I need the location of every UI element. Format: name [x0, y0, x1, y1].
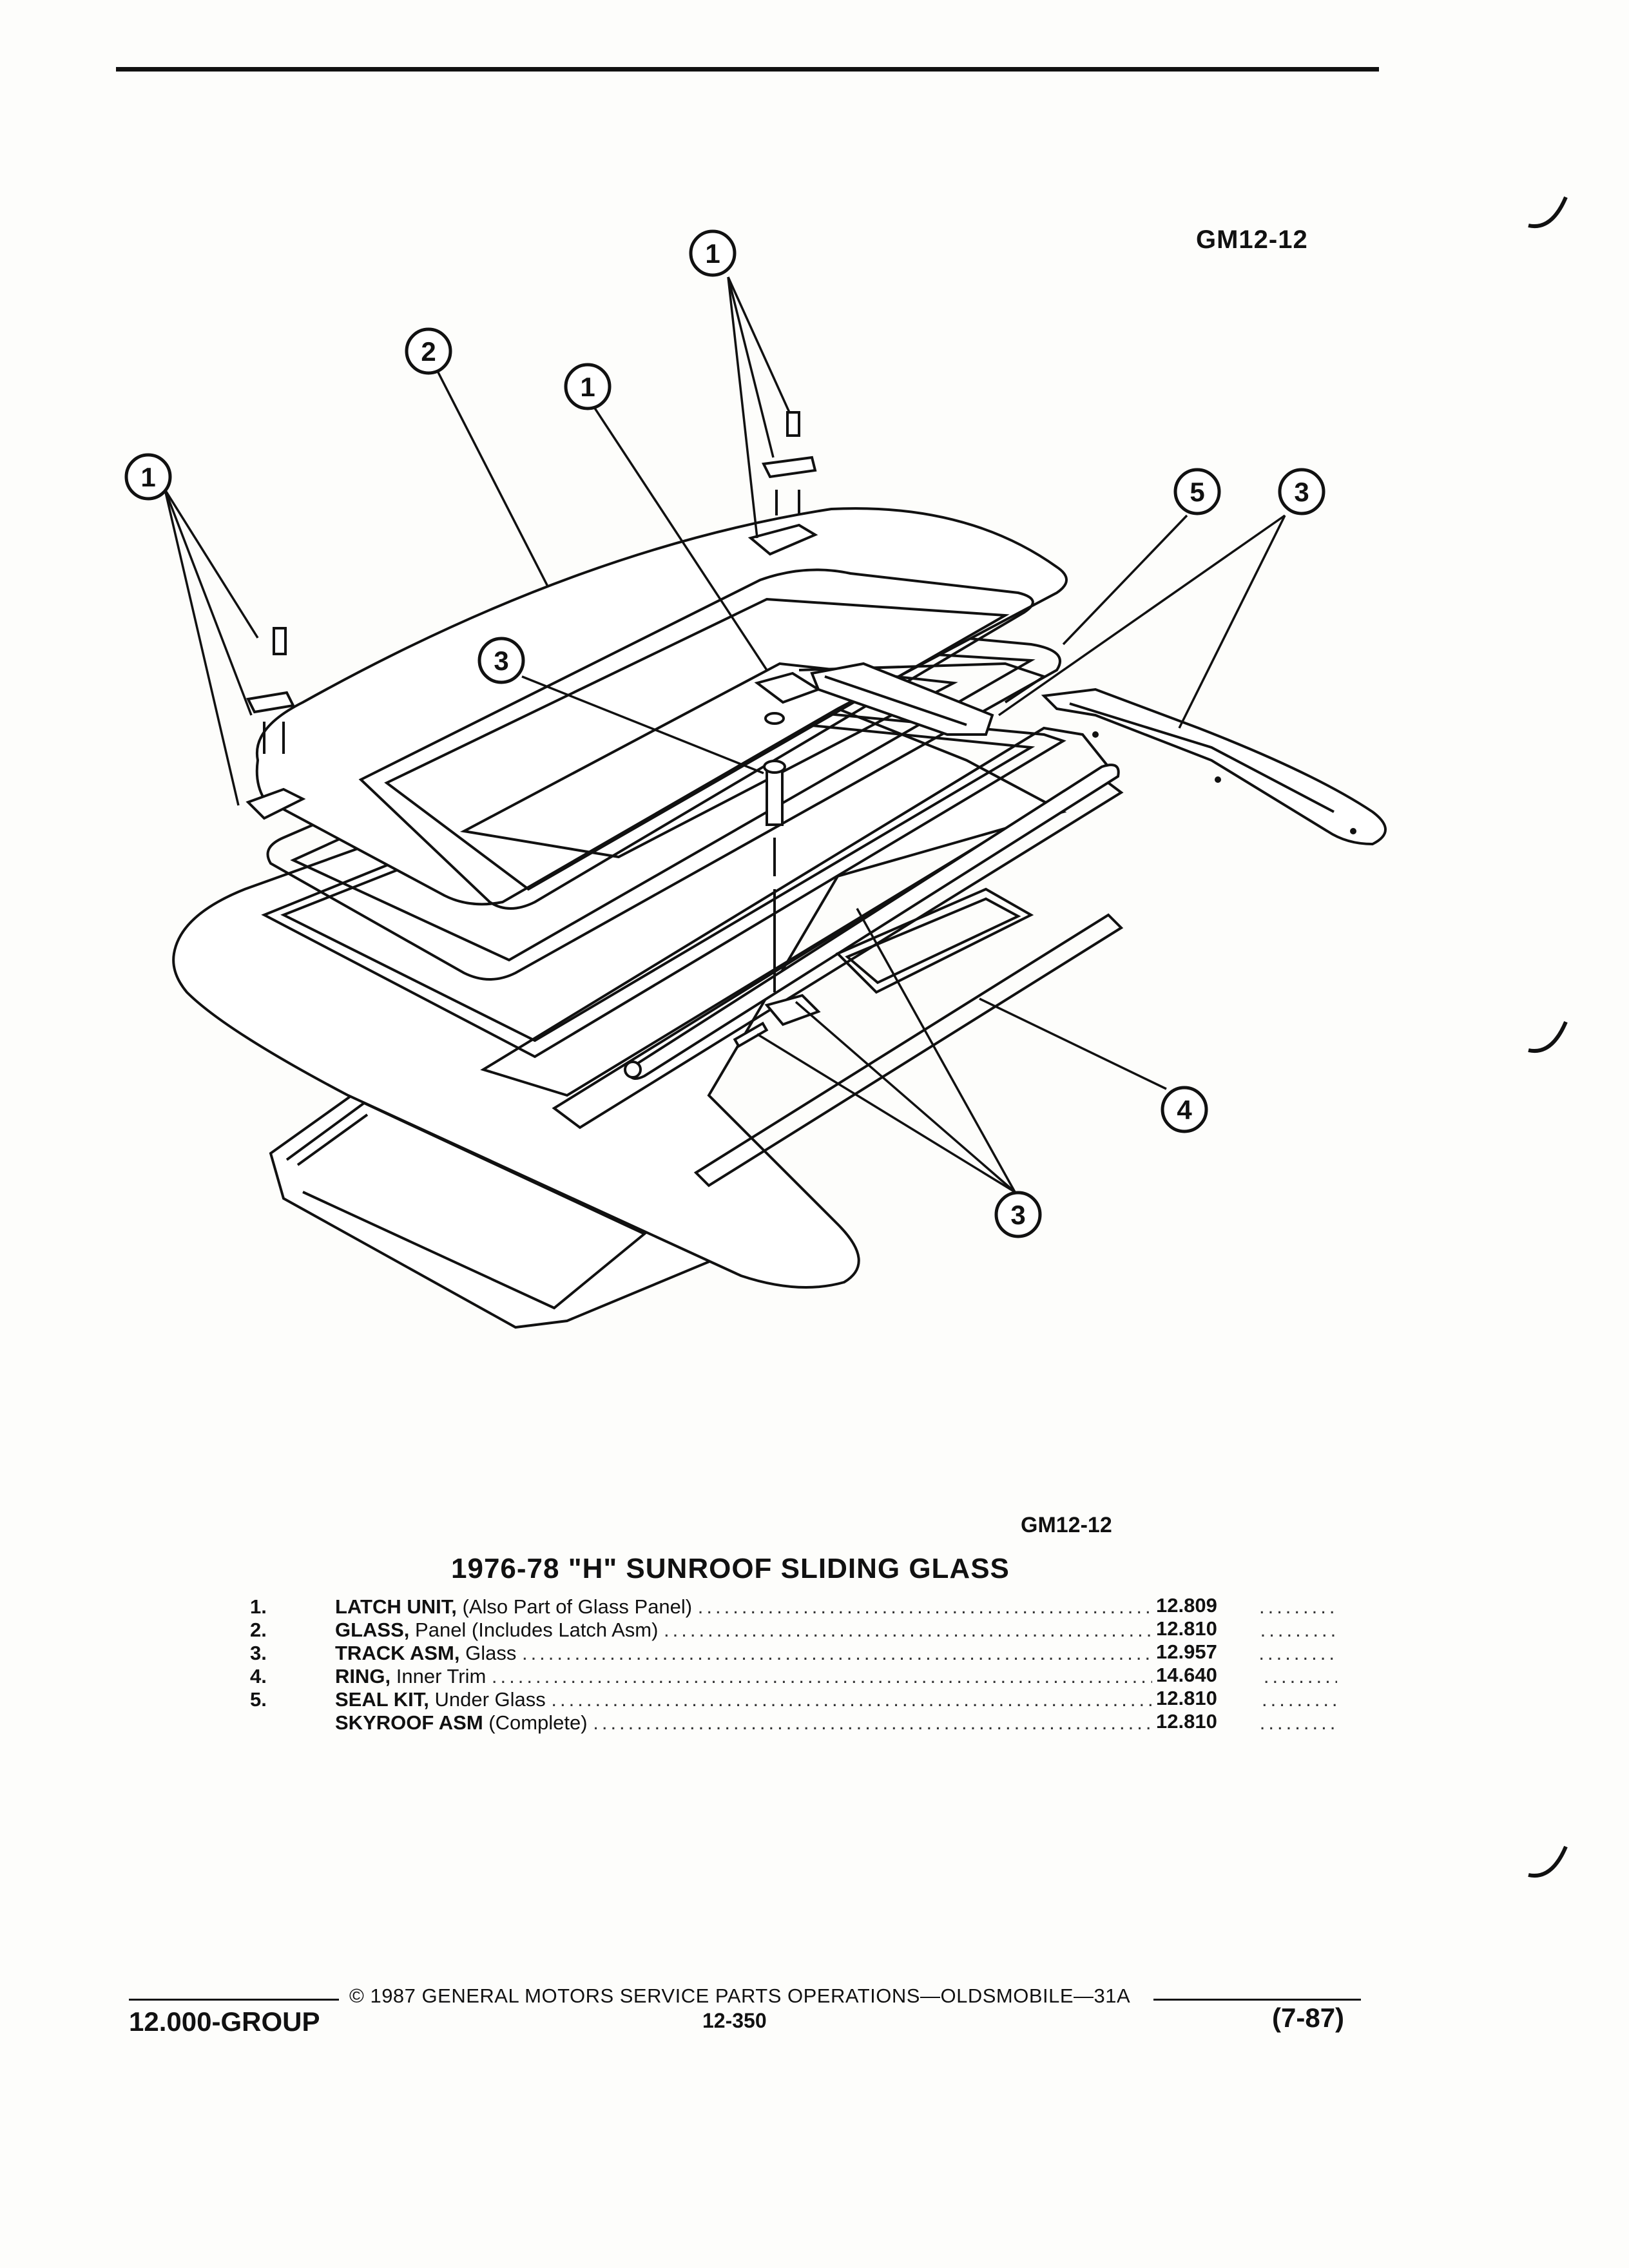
parts-row: 4. RING, Inner Trim ....................…	[250, 1664, 1337, 1688]
binder-hole-mark-icon	[1528, 1845, 1568, 1878]
parts-row: 3. TRACK ASM, Glass ....................…	[250, 1640, 1337, 1665]
callout-4: 4	[1161, 1086, 1208, 1133]
group-code: 12.810	[1152, 1617, 1259, 1640]
footer-group: 12.000-GROUP	[129, 2006, 320, 2037]
right-glass-track	[1041, 687, 1387, 846]
callout-1-center: 1	[564, 363, 612, 410]
callout-1-left: 1	[124, 453, 172, 501]
track-pin	[763, 760, 786, 992]
part-detail: Under Glass	[434, 1688, 546, 1711]
part-number: 3.	[250, 1642, 267, 1664]
footer-page-number: 12-350	[702, 2009, 767, 2032]
front-glass-track	[624, 764, 1120, 1080]
group-code: 12.957	[1152, 1640, 1259, 1664]
part-name: SKYROOF ASM	[335, 1711, 483, 1734]
part-name: GLASS,	[335, 1619, 410, 1641]
binder-hole-mark-icon	[1528, 1021, 1568, 1053]
svg-text:4: 4	[1177, 1095, 1192, 1125]
callout-3-center: 3	[477, 637, 525, 684]
group-code: 14.640	[1152, 1664, 1259, 1687]
part-name: SEAL KIT,	[335, 1688, 429, 1711]
callout-3-right: 3	[1278, 468, 1325, 515]
part-detail: (Complete)	[488, 1711, 588, 1734]
callout-markers: 1 2 1 1 5 3 3	[124, 229, 1325, 1238]
parts-row: 5. SEAL KIT, Under Glass ...............…	[250, 1687, 1337, 1711]
binder-hole-mark-icon	[1528, 196, 1568, 228]
exploded-view-diagram: 1 2 1 1 5 3 3	[124, 229, 1387, 1329]
footer-rule-right	[1153, 1999, 1361, 2001]
svg-text:3: 3	[494, 646, 508, 676]
svg-text:5: 5	[1190, 477, 1204, 507]
latch-unit-left	[246, 627, 306, 820]
parts-list: 1. LATCH UNIT, (Also Part of Glass Panel…	[250, 1594, 1337, 1735]
svg-text:1: 1	[140, 462, 155, 492]
part-detail: Inner Trim	[396, 1665, 487, 1687]
group-code: 12.810	[1152, 1687, 1259, 1710]
track-bracket	[733, 994, 821, 1048]
callout-1-top: 1	[689, 229, 737, 277]
leader-lines	[164, 276, 1286, 1193]
part-detail: Panel (Includes Latch Asm)	[415, 1619, 659, 1641]
figure-code-top: GM12-12	[1196, 226, 1308, 254]
figure-code-bottom: GM12-12	[1021, 1513, 1112, 1537]
group-code: 12.810	[1152, 1710, 1259, 1733]
inner-trim-ring	[835, 887, 1034, 994]
callout-5: 5	[1173, 468, 1221, 515]
part-name: TRACK ASM,	[335, 1642, 460, 1664]
parts-table-title: 1976-78 "H" SUNROOF SLIDING GLASS	[451, 1553, 1010, 1584]
part-detail: (Also Part of Glass Panel)	[462, 1595, 693, 1618]
part-name: LATCH UNIT,	[335, 1595, 457, 1618]
part-number: 2.	[250, 1619, 267, 1641]
parts-row: SKYROOF ASM (Complete) .................…	[250, 1710, 1337, 1735]
parts-row: 2. GLASS, Panel (Includes Latch Asm) ...…	[250, 1617, 1337, 1642]
group-code: 12.809	[1152, 1594, 1259, 1617]
callout-2: 2	[405, 327, 452, 375]
svg-text:3: 3	[1294, 477, 1309, 507]
part-name: RING,	[335, 1665, 391, 1687]
footer-copyright: © 1987 GENERAL MOTORS SERVICE PARTS OPER…	[349, 1984, 1131, 2007]
latch-unit-top	[747, 411, 818, 556]
part-number: 1.	[250, 1595, 267, 1618]
top-rule	[116, 67, 1379, 72]
part-number: 5.	[250, 1688, 267, 1711]
callout-3-bottom: 3	[994, 1191, 1042, 1238]
glass-panel	[255, 507, 1068, 910]
part-detail: Glass	[465, 1642, 517, 1664]
svg-text:1: 1	[580, 372, 595, 402]
svg-text:1: 1	[705, 238, 720, 269]
svg-text:2: 2	[421, 336, 436, 367]
footer-date: (7-87)	[1272, 2003, 1345, 2033]
parts-row: 1. LATCH UNIT, (Also Part of Glass Panel…	[250, 1594, 1337, 1619]
part-number: 4.	[250, 1665, 267, 1687]
latch-unit-center	[754, 671, 822, 725]
footer-rule-left	[129, 1999, 339, 2001]
svg-text:3: 3	[1010, 1200, 1025, 1230]
